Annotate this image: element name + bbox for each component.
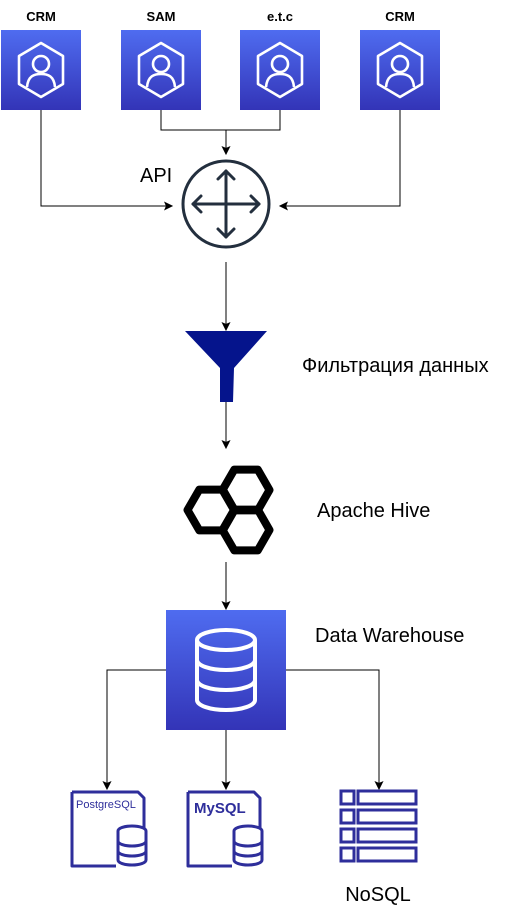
edge-arrowhead (221, 440, 231, 450)
mysql-node[interactable]: MySQL (186, 790, 264, 868)
nosql-table-icon (339, 789, 418, 863)
source-label-crm-2: CRM (385, 9, 415, 24)
user-icon (137, 41, 185, 99)
hive-label: Apache Hive (317, 500, 430, 522)
user-icon (17, 41, 65, 99)
nosql-label: NoSQL (345, 884, 411, 906)
edge-arrowhead (221, 322, 231, 332)
api-label: API (140, 165, 172, 187)
edge-arrowhead (221, 781, 231, 791)
edge-crm2-to-api (286, 110, 401, 207)
filter-node[interactable] (185, 331, 267, 402)
edge-arrowhead (278, 201, 288, 211)
edge-arrowhead (221, 601, 231, 611)
mysql-label: MySQL (194, 800, 246, 817)
filter-label: Фильтрация данных (302, 355, 489, 377)
source-label-etc: e.t.c (267, 9, 293, 24)
postgresql-icon: PostgreSQL (70, 790, 148, 868)
edge-warehouse-to-postgresql (106, 669, 166, 783)
database-icon (195, 628, 257, 712)
source-label-sam: SAM (147, 9, 176, 24)
source-node-sam[interactable] (121, 30, 201, 110)
edge-warehouse-to-nosql (286, 669, 380, 783)
edge-arrowhead (221, 146, 231, 156)
mysql-icon: MySQL (186, 790, 264, 868)
source-label-crm-1: CRM (26, 9, 56, 24)
apache-hive-icon (183, 465, 274, 555)
edge-arrowhead (164, 201, 174, 211)
edge-etc-to-api (225, 110, 281, 148)
api-node[interactable] (181, 159, 271, 249)
hive-node[interactable] (183, 465, 274, 555)
source-node-etc[interactable] (240, 30, 320, 110)
postgresql-label: PostgreSQL (76, 799, 136, 811)
edge-arrowhead (374, 781, 384, 791)
edge-crm1-to-api (40, 110, 166, 207)
user-icon (376, 41, 424, 99)
user-icon (256, 41, 304, 99)
warehouse-label: Data Warehouse (315, 625, 464, 647)
source-node-crm-1[interactable] (1, 30, 81, 110)
postgresql-node[interactable]: PostgreSQL (70, 790, 148, 868)
edge-sam-to-api (160, 110, 226, 131)
nosql-node[interactable] (339, 789, 418, 863)
source-node-crm-2[interactable] (360, 30, 440, 110)
funnel-icon (185, 331, 267, 402)
edge-arrowhead (102, 781, 112, 791)
warehouse-node[interactable] (166, 610, 286, 730)
